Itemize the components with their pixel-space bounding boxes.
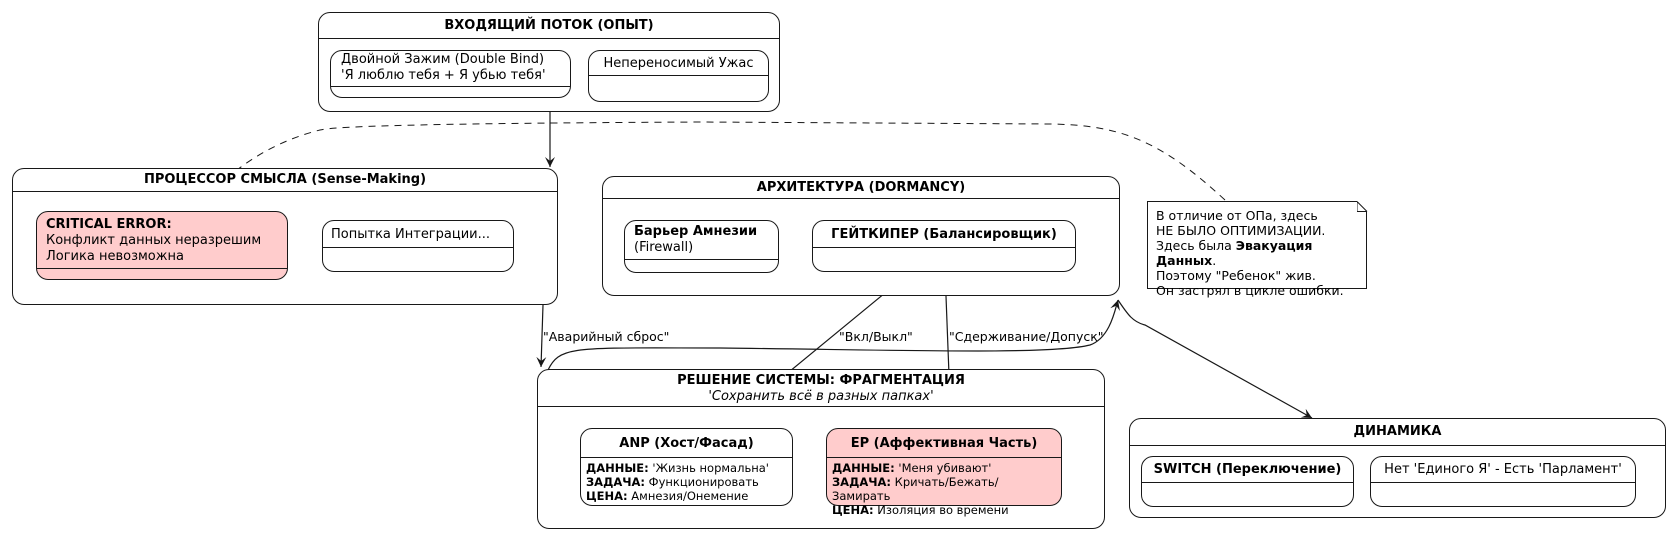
critical-error-line1: Конфликт данных неразрешим bbox=[46, 233, 262, 248]
note-line1: В отличие от ОПа, здесь bbox=[1156, 208, 1318, 223]
anp-price: ЦЕНА: Амнезия/Онемение bbox=[586, 489, 749, 503]
note-fold-corner bbox=[1357, 201, 1368, 212]
label-containment: "Сдерживание/Допуск" bbox=[949, 329, 1104, 344]
note-connector bbox=[196, 121, 1226, 211]
gatekeeper-label: ГЕЙТКИПЕР (Балансировщик) bbox=[813, 221, 1075, 248]
edge-architecture-to-dynamics bbox=[1117, 299, 1313, 419]
edge-solution-to-architecture bbox=[547, 299, 1120, 371]
parliament-label: Нет 'Единого Я' - Есть 'Парламент' bbox=[1371, 457, 1635, 483]
solution-subtitle: 'Сохранить всё в разных папках' bbox=[708, 389, 934, 404]
state-anp[interactable]: ANP (Хост/Фасад) ДАННЫЕ: 'Жизнь нормальн… bbox=[580, 428, 793, 506]
state-switch[interactable]: SWITCH (Переключение) bbox=[1141, 456, 1354, 507]
architecture-title: АРХИТЕКТУРА (DORMANCY) bbox=[603, 177, 1119, 199]
state-parliament[interactable]: Нет 'Единого Я' - Есть 'Парламент' bbox=[1370, 456, 1636, 507]
double-bind-line1: Двойной Зажим (Double Bind) bbox=[341, 52, 545, 67]
ep-task: ЗАДАЧА: Кричать/Бежать/Замирать bbox=[832, 475, 999, 503]
state-ep[interactable]: EP (Аффективная Часть) ДАННЫЕ: 'Меня уби… bbox=[826, 428, 1062, 517]
critical-error-title: CRITICAL ERROR: bbox=[46, 217, 172, 232]
amnesia-barrier-title: Барьер Амнезии bbox=[634, 224, 758, 239]
critical-error-line2: Логика невозможна bbox=[46, 249, 184, 264]
note-line3: Здесь была Эвакуация Данных. bbox=[1156, 238, 1313, 268]
ep-title: EP (Аффективная Часть) bbox=[827, 429, 1061, 458]
edge-emergency-reset bbox=[536, 304, 547, 368]
ep-price: ЦЕНА: Изоляция во времени bbox=[832, 503, 1009, 517]
integration-label: Попытка Интеграции... bbox=[323, 221, 513, 248]
state-unbearable-horror[interactable]: Непереносимый Ужас bbox=[588, 50, 769, 102]
anp-task: ЗАДАЧА: Функционировать bbox=[586, 475, 759, 489]
state-gatekeeper[interactable]: ГЕЙТКИПЕР (Балансировщик) bbox=[812, 220, 1076, 272]
anp-data: ДАННЫЕ: 'Жизнь нормальна' bbox=[586, 461, 769, 475]
solution-title: РЕШЕНИЕ СИСТЕМЫ: ФРАГМЕНТАЦИЯ bbox=[677, 373, 965, 388]
note-evacuation: Эвакуация Данных bbox=[1156, 238, 1313, 268]
incoming-stream-title: ВХОДЯЩИЙ ПОТОК (ОПЫТ) bbox=[319, 13, 779, 39]
note-line4: Поэтому "Ребенок" жив. bbox=[1156, 268, 1316, 283]
ep-data: ДАННЫЕ: 'Меня убивают' bbox=[832, 461, 992, 475]
anp-title: ANP (Хост/Фасад) bbox=[581, 429, 792, 458]
label-on-off: "Вкл/Выкл" bbox=[839, 329, 913, 344]
horror-label: Непереносимый Ужас bbox=[589, 51, 768, 76]
state-double-bind[interactable]: Двойной Зажим (Double Bind) 'Я люблю теб… bbox=[330, 50, 571, 98]
processor-title: ПРОЦЕССОР СМЫСЛА (Sense-Making) bbox=[13, 169, 557, 192]
note-line5: Он застрял в цикле ошибки. bbox=[1156, 283, 1344, 298]
note-box: В отличие от ОПа, здесь НЕ БЫЛО ОПТИМИЗА… bbox=[1147, 201, 1368, 298]
label-emergency-reset: "Аварийный сброс" bbox=[543, 329, 670, 344]
note-line2: НЕ БЫЛО ОПТИМИЗАЦИИ. bbox=[1156, 223, 1326, 238]
switch-label: SWITCH (Переключение) bbox=[1142, 457, 1353, 483]
amnesia-barrier-sub: (Firewall) bbox=[634, 240, 694, 255]
state-integration-attempt[interactable]: Попытка Интеграции... bbox=[322, 220, 514, 272]
state-critical-error[interactable]: CRITICAL ERROR: Конфликт данных неразреш… bbox=[36, 211, 288, 280]
state-amnesia-barrier[interactable]: Барьер Амнезии (Firewall) bbox=[624, 220, 779, 273]
double-bind-line2: 'Я люблю тебя + Я убью тебя' bbox=[341, 68, 546, 83]
dynamics-title: ДИНАМИКА bbox=[1130, 419, 1665, 446]
